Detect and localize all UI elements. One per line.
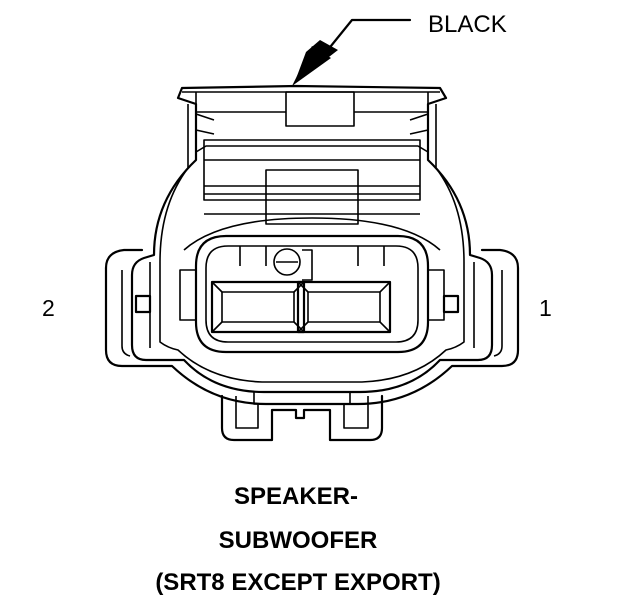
lock-tab-right xyxy=(442,294,460,314)
terminal-cavity-right xyxy=(296,280,392,334)
terminal-cavity-left xyxy=(210,280,306,334)
caption-line-3: (SRT8 EXCEPT EXPORT) xyxy=(155,569,440,596)
caption-line-1: SPEAKER- xyxy=(234,483,358,510)
caption-line-2: SUBWOOFER xyxy=(219,527,378,554)
latch-top xyxy=(182,91,441,251)
callout-label: BLACK xyxy=(428,11,507,38)
lock-tab-left xyxy=(134,294,152,314)
mating-face xyxy=(179,234,445,354)
connector-housing xyxy=(104,84,520,406)
pin-label-2: 2 xyxy=(42,295,55,321)
callout-leader xyxy=(292,18,412,86)
pin-label-1: 1 xyxy=(539,295,552,321)
wire-guide xyxy=(220,392,384,442)
